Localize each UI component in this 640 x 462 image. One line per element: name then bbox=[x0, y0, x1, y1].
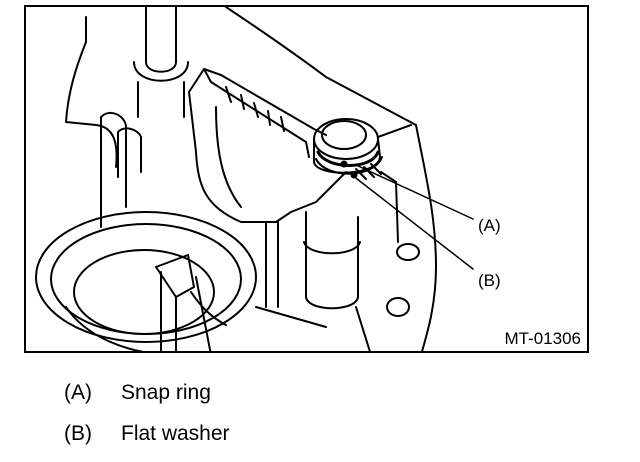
figure-frame: (A) (B) MT-01306 bbox=[24, 5, 589, 353]
pivot-dot-a bbox=[340, 160, 348, 168]
gear-block bbox=[100, 111, 127, 228]
shifter-rod-body bbox=[160, 271, 212, 351]
pivot-boss-side bbox=[313, 138, 381, 174]
lever-arm-face bbox=[203, 68, 310, 158]
figure-id: MT-01306 bbox=[504, 329, 581, 348]
legend-description: Snap ring bbox=[121, 381, 211, 404]
shaft-collar bbox=[133, 61, 189, 82]
shifter-rod bbox=[155, 254, 195, 298]
legend-description: Flat washer bbox=[121, 422, 230, 445]
leader-line-a bbox=[355, 164, 474, 220]
pivot-cap bbox=[321, 120, 367, 150]
case-outline-inner bbox=[65, 16, 118, 168]
shaft bbox=[145, 7, 177, 73]
bore-mid bbox=[50, 223, 242, 335]
callout-label-b: (B) bbox=[478, 271, 501, 290]
lever-stem bbox=[305, 211, 359, 310]
case-rib bbox=[377, 124, 412, 243]
bolt-hole-1 bbox=[396, 243, 420, 261]
lever-arm-ribs bbox=[225, 86, 285, 132]
bolt-hole-2 bbox=[386, 297, 410, 317]
leader-line-b bbox=[351, 174, 474, 270]
legend-code: (B) bbox=[64, 422, 92, 445]
lever-arm-side bbox=[188, 91, 292, 223]
transmission-line-drawing bbox=[35, 7, 474, 351]
shifter-rod-detail bbox=[190, 291, 227, 326]
case-outline bbox=[225, 7, 437, 351]
lever-arm-lower bbox=[215, 106, 242, 208]
callout-label-a: (A) bbox=[478, 216, 501, 235]
shaft-base bbox=[137, 81, 185, 118]
lever-arm-top bbox=[188, 68, 327, 136]
flat-washer bbox=[315, 156, 383, 175]
bore-outer bbox=[35, 211, 257, 343]
case-bottom bbox=[65, 306, 371, 351]
legend-code: (A) bbox=[64, 381, 92, 404]
gear-block-2 bbox=[117, 127, 142, 178]
snap-ring bbox=[316, 150, 380, 167]
bore-inner bbox=[73, 249, 215, 335]
lever-arm-underside bbox=[290, 171, 347, 213]
lever-stem-collar bbox=[303, 241, 361, 255]
case-ledge bbox=[255, 221, 327, 328]
